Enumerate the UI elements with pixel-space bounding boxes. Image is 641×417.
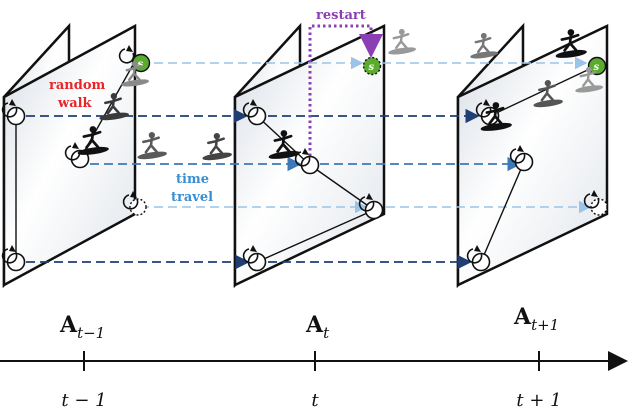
random-walk-label-1: random (49, 78, 105, 93)
graph-nodes-t (247, 106, 384, 272)
restart-label: restart (316, 8, 366, 23)
inactive-nodes (129, 198, 608, 216)
matrix-label-t: At (305, 312, 330, 342)
random-walk-label-2: walk (57, 96, 93, 111)
svg-text:s: s (594, 62, 600, 73)
tick-label-t: t (311, 390, 319, 411)
svg-text:s: s (138, 59, 144, 70)
time-travel-links-dark (26, 108, 480, 270)
matrix-label-t-plus-1: At+1 (513, 304, 559, 334)
tick-label-t-plus-1: t + 1 (516, 390, 561, 411)
time-travel-links-light (140, 56, 592, 214)
time-travel-label-1: time (176, 172, 209, 187)
time-travel-label-2: travel (171, 190, 213, 205)
tick-label-t-minus-1: t − 1 (61, 390, 106, 411)
matrix-label-t-minus-1: At−1 (59, 312, 105, 342)
svg-text:s: s (369, 62, 375, 73)
restart-path (308, 24, 383, 156)
